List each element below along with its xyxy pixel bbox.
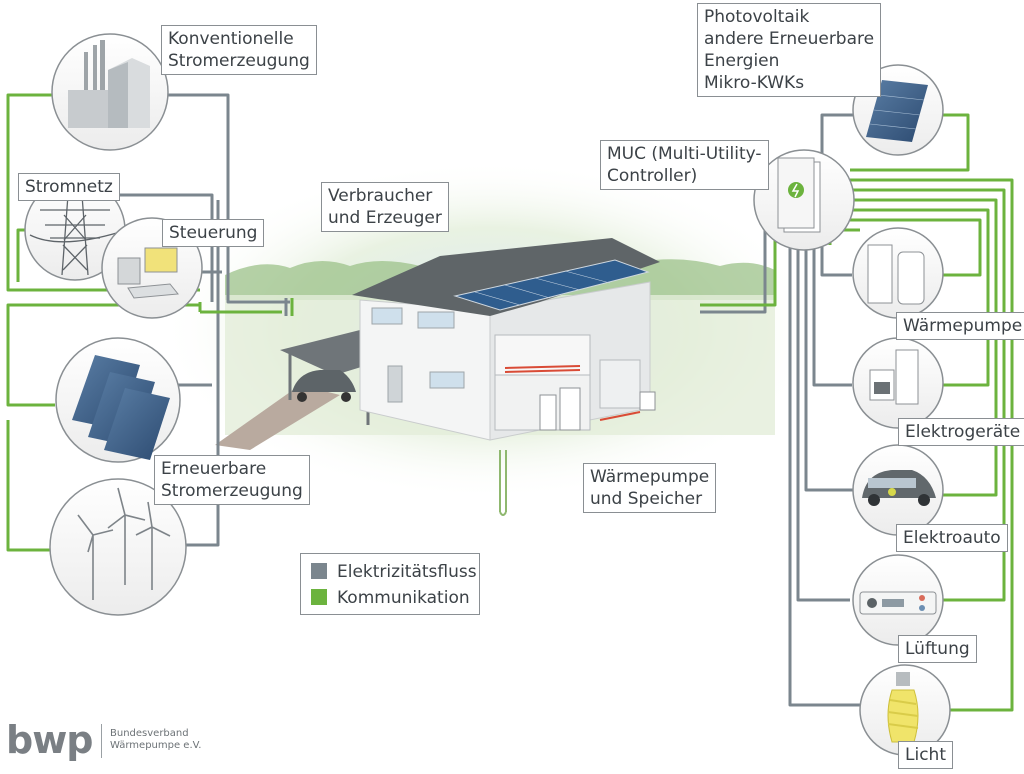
logo-divider bbox=[101, 724, 102, 758]
legend-label-communication: Kommunikation bbox=[337, 588, 470, 608]
label-stromnetz: Stromnetz bbox=[18, 173, 120, 201]
legend-swatch-communication bbox=[311, 589, 327, 605]
legend-swatch-electricity bbox=[311, 563, 327, 579]
line-elec-konventionell bbox=[150, 93, 290, 304]
bwp-logo: bwp Bundesverband Wärmepumpe e.V. bbox=[6, 718, 201, 762]
legend-item-communication: Kommunikation bbox=[311, 588, 470, 608]
label-licht: Licht bbox=[898, 741, 953, 769]
line-comm-wp bbox=[850, 218, 982, 277]
electric-car-icon bbox=[852, 444, 944, 536]
label-elektroauto: Elektroauto bbox=[896, 524, 1008, 552]
heat-pump-icon bbox=[852, 227, 944, 319]
label-photovoltaik: Photovoltaik andere Erneuerbare Energien… bbox=[697, 3, 882, 97]
light-bulb-icon bbox=[859, 664, 951, 756]
label-verbraucher-erzeuger: Verbraucher und Erzeuger bbox=[321, 182, 449, 232]
label-waermepumpe: Wärmepumpe bbox=[896, 312, 1024, 340]
line-comm-geraete bbox=[850, 208, 990, 387]
line-elec-auto bbox=[804, 240, 855, 492]
legend-item-electricity: Elektrizitätsfluss bbox=[311, 562, 477, 582]
wind-turbines-icon bbox=[49, 478, 187, 616]
ventilation-icon bbox=[852, 554, 944, 646]
logo-text: Bundesverband Wärmepumpe e.V. bbox=[110, 728, 202, 751]
logo-mark: bwp bbox=[6, 718, 94, 762]
line-comm-erneuerbar bbox=[6, 303, 200, 407]
legend-label-electricity: Elektrizitätsfluss bbox=[337, 562, 477, 582]
label-lueftung: Lüftung bbox=[898, 635, 977, 663]
line-comm-pv bbox=[850, 113, 970, 172]
house-illustration bbox=[280, 238, 660, 516]
appliances-icon bbox=[852, 337, 944, 429]
label-waermepumpe-speicher: Wärmepumpe und Speicher bbox=[583, 463, 717, 513]
line-comm-lueftung bbox=[850, 188, 1006, 602]
line-elec-licht bbox=[788, 240, 860, 707]
power-plant-icon bbox=[51, 33, 169, 151]
line-comm-wind bbox=[6, 420, 55, 552]
line-comm-house-muc bbox=[700, 235, 777, 307]
label-muc: MUC (Multi-Utility- Controller) bbox=[600, 140, 769, 190]
line-elec-wind bbox=[185, 200, 220, 547]
legend: Elektrizitätsfluss Kommunikation bbox=[300, 553, 480, 615]
label-konventionelle-stromerzeugung: Konventionelle Stromerzeugung bbox=[161, 25, 317, 75]
line-elec-wp bbox=[820, 240, 852, 277]
line-elec-stromnetz bbox=[115, 193, 214, 302]
label-erneuerbare-stromerzeugung: Erneuerbare Stromerzeugung bbox=[154, 455, 310, 505]
line-elec-geraete bbox=[812, 240, 852, 387]
label-steuerung: Steuerung bbox=[162, 219, 265, 247]
driveway bbox=[215, 385, 340, 450]
line-comm-konventionell bbox=[6, 93, 200, 292]
line-elec-lueftung bbox=[796, 240, 850, 602]
label-elektrogeraete: Elektrogeräte bbox=[898, 418, 1024, 446]
line-elec-pv bbox=[820, 113, 860, 170]
solar-panels-icon bbox=[55, 337, 181, 463]
line-comm-auto bbox=[850, 198, 998, 497]
muc-controller-icon bbox=[753, 149, 855, 251]
